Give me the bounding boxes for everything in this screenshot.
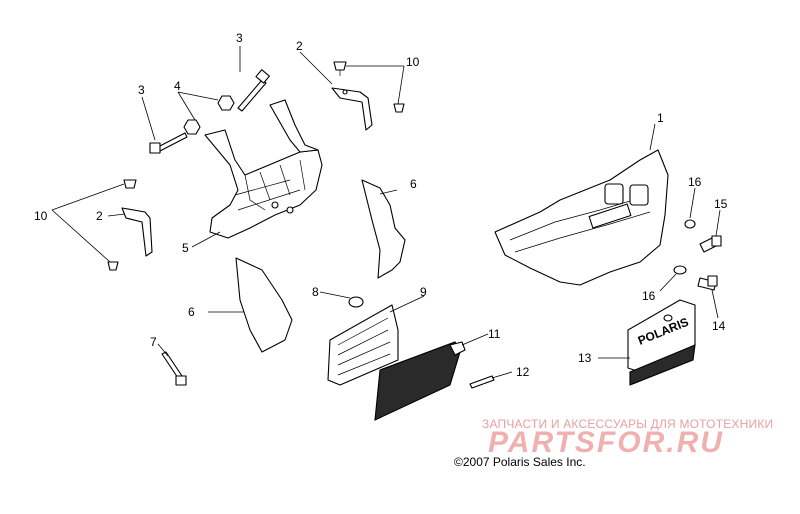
front-rack-bracket[interactable]	[204, 99, 323, 239]
bolt-left[interactable]	[149, 132, 188, 154]
callout-2-left: 2	[96, 209, 103, 223]
push-rivet-upper-b[interactable]	[393, 103, 405, 113]
callout-16-upper: 16	[688, 175, 702, 189]
callout-10-left: 10	[34, 209, 48, 223]
callout-3-left: 3	[138, 83, 145, 97]
callout-15: 15	[714, 197, 728, 211]
push-rivet-left-b[interactable]	[107, 261, 119, 271]
bolt-lower[interactable]	[161, 351, 187, 386]
callout-3-upper: 3	[236, 31, 243, 45]
callout-14: 14	[712, 319, 726, 333]
callout-numbers: 3 3 4 2 10 10 2 5 1 16 15 16 14 13 6 6 8…	[34, 31, 728, 379]
callout-11: 11	[488, 327, 501, 341]
grille-frame[interactable]	[327, 304, 399, 386]
callout-16-lower: 16	[642, 289, 656, 303]
bolt-15[interactable]	[699, 235, 722, 253]
washer-upper[interactable]	[684, 219, 696, 229]
callout-2-upper: 2	[296, 39, 303, 53]
washer-lower[interactable]	[673, 265, 687, 275]
plug[interactable]	[348, 296, 364, 308]
bolt-upper[interactable]	[237, 69, 270, 112]
mesh-screen[interactable]	[374, 341, 466, 421]
callout-7: 7	[150, 335, 157, 349]
bolt-14[interactable]	[697, 275, 718, 291]
push-rivet-upper-a[interactable]	[333, 61, 347, 76]
callout-6-lower: 6	[188, 305, 195, 319]
copyright-text: ©2007 Polaris Sales Inc.	[454, 455, 586, 469]
side-panel-upper[interactable]	[361, 179, 406, 279]
callout-13: 13	[578, 351, 592, 365]
watermark-logo: PARTSFOR.RU	[488, 426, 724, 459]
callout-4: 4	[174, 79, 181, 93]
callout-5: 5	[182, 241, 189, 255]
front-bumper[interactable]	[494, 149, 669, 286]
callout-6-upper: 6	[410, 177, 417, 191]
callout-12: 12	[516, 365, 530, 379]
callout-1: 1	[657, 111, 664, 125]
leader-lines	[51, 46, 721, 379]
callout-9: 9	[420, 285, 427, 299]
callout-8: 8	[312, 285, 319, 299]
badge-plate[interactable]	[627, 299, 696, 386]
screw[interactable]	[469, 375, 495, 389]
bracket-upper[interactable]	[331, 87, 373, 131]
nut[interactable]	[183, 95, 235, 135]
watermark-tagline: ЗАПЧАСТИ И АКСЕССУАРЫ ДЛЯ МОТОТЕХНИКИ	[482, 417, 774, 431]
callout-10-upper: 10	[406, 55, 420, 69]
push-rivet-left-a[interactable]	[123, 179, 137, 189]
bracket-left[interactable]	[121, 207, 153, 257]
side-panel-lower[interactable]	[235, 257, 293, 353]
